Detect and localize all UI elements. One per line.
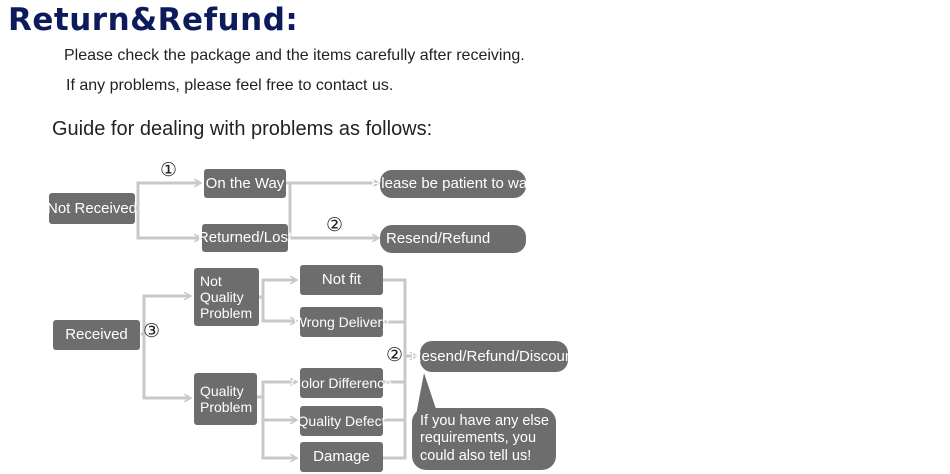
connector-quality-damage xyxy=(261,420,296,458)
not-fit-box: Not fit xyxy=(300,265,383,295)
not-received-box: Not Received xyxy=(47,193,137,224)
quality-problem-box: Quality Problem xyxy=(194,373,257,425)
resend-refund-box: Resend/Refund xyxy=(380,225,526,253)
connector-to-resend-refund xyxy=(286,181,378,238)
not-quality-problem-box: Not Quality Problem xyxy=(194,268,259,326)
guide-heading: Guide for dealing with problems as follo… xyxy=(52,118,433,140)
intro-line-1: Please check the package and the items c… xyxy=(64,47,525,64)
connector-not-received-returned-lost xyxy=(136,208,200,238)
wrong-delivery-box: Wrong Delivery xyxy=(294,307,389,337)
step-marker-two-top: ② xyxy=(326,215,344,236)
connector-not-quality-not-fit xyxy=(259,280,296,299)
page-title: Return&Refund: xyxy=(8,2,299,38)
quality-defect-box: Quality Defect xyxy=(298,406,385,436)
connector-not-received-on-the-way xyxy=(134,183,200,210)
on-the-way-box: On the Way xyxy=(204,169,286,198)
connector-not-quality-wrong-delivery xyxy=(261,297,296,321)
returned-lost-box: Returned/Lost xyxy=(198,224,292,252)
color-difference-box: Color Difference xyxy=(291,368,392,398)
callout-box: If you have any else requirements, you c… xyxy=(412,408,556,470)
connector-quality-color xyxy=(257,382,296,399)
received-box: Received xyxy=(53,320,140,350)
connector-outcome-bracket xyxy=(383,278,407,460)
damage-box: Damage xyxy=(300,442,383,472)
be-patient-box: Please be patient to wait xyxy=(371,170,535,198)
callout-pointer xyxy=(416,373,436,415)
step-marker-one: ① xyxy=(160,160,178,181)
connector-quality-defect xyxy=(261,397,296,420)
resend-refund-discount-box: Resend/Refund/Discount xyxy=(411,341,577,372)
connector-received-quality xyxy=(142,334,190,398)
intro-line-2: If any problems, please feel free to con… xyxy=(66,77,394,94)
step-marker-two-bottom: ② xyxy=(386,345,404,366)
step-marker-three: ③ xyxy=(143,321,161,342)
